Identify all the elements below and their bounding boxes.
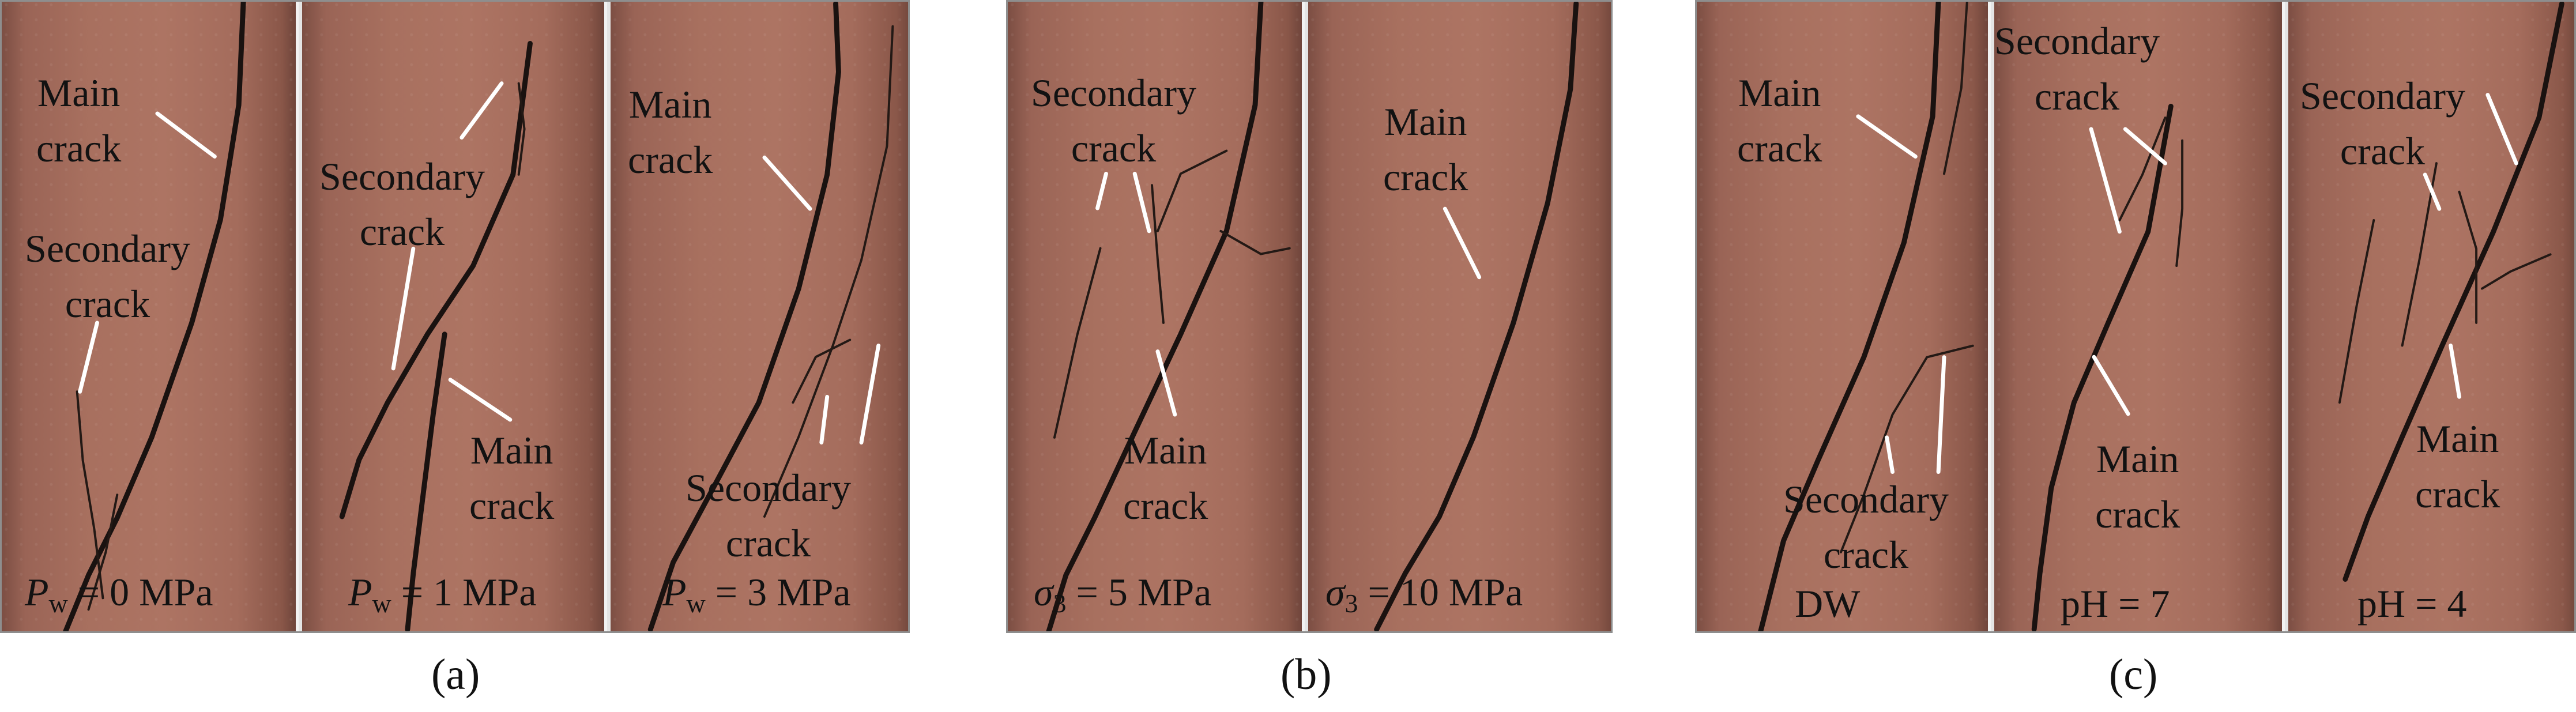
panel-b-letter: (b) <box>1281 650 1332 699</box>
condition-label: Pw = 1 MPa <box>348 570 537 618</box>
condition-label: pH = 7 <box>2061 582 2170 626</box>
condition-label: pH = 4 <box>2357 582 2467 626</box>
condition-label: Pw = 3 MPa <box>662 570 851 618</box>
condition-label: Pw = 0 MPa <box>25 570 213 618</box>
crack-drawing <box>1374 2 1579 631</box>
condition-label: σ3 = 5 MPa <box>1034 570 1212 618</box>
panel-c-letter: (c) <box>2109 650 2158 699</box>
crack-drawing <box>1046 2 1291 631</box>
crack-drawing <box>339 40 533 631</box>
panel-a-letter: (a) <box>431 650 480 699</box>
crack-drawing <box>63 2 246 631</box>
crack-drawing <box>647 2 894 631</box>
condition-label: σ3 = 10 MPa <box>1325 570 1523 618</box>
crack-drawing <box>1758 2 1974 631</box>
crack-drawing <box>2338 2 2564 582</box>
crack-drawing <box>2031 103 2184 631</box>
condition-label: DW <box>1795 582 1861 626</box>
